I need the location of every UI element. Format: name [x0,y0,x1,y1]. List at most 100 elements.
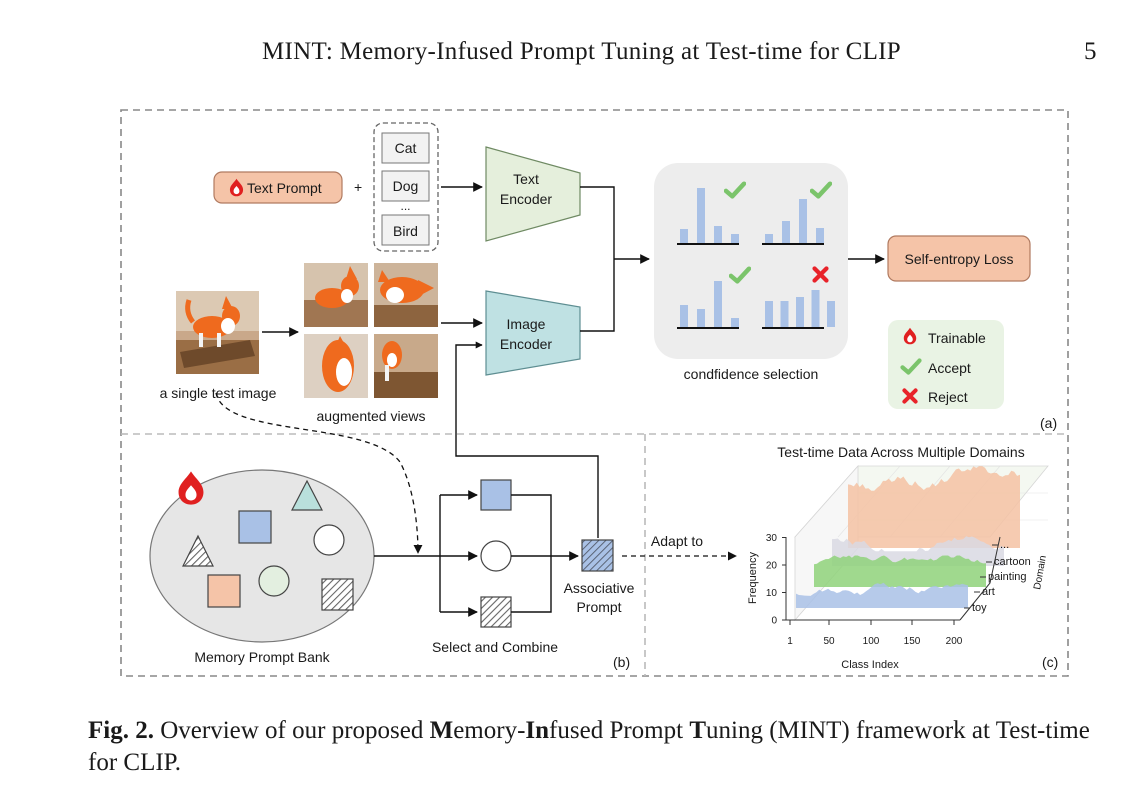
image-encoder-label-1: Image [507,316,546,332]
circle-prompt-white [313,524,345,556]
panel-c: Test-time Data Across Multiple Domains 0… [747,444,1058,671]
y-tick-label: 20 [766,561,778,572]
augmented-views-label: augmented views [317,408,426,424]
histogram-bar [765,234,773,243]
histogram-2 [762,199,824,245]
selected-prompt-blue [480,479,512,511]
caption-text: Overview of our proposed Memory-Infused … [88,717,1090,776]
histogram-bar [780,301,789,327]
single-test-image [176,291,259,374]
caption-part: M [429,717,454,744]
y-tick-label: 0 [771,616,777,627]
caption-part: fused Prompt [549,717,690,744]
histogram-bar [827,301,835,327]
panel-c-tag: (c) [1042,654,1058,670]
histogram-bar [680,229,688,243]
domain-area-cartoon [848,466,1020,548]
figure-caption: Fig. 2. Overview of our proposed Memory-… [88,715,1108,779]
text-encoder-block [485,146,581,242]
x-tick-label: 200 [946,636,963,647]
histogram-bar [799,199,807,243]
class-label-dog: Dog [393,178,419,194]
legend-trainable: Trainable [928,330,986,346]
confidence-selection-label: condfidence selection [684,366,819,382]
legend-reject: Reject [928,389,968,405]
histogram-bar [782,221,790,243]
domain-tick-label: ... [1000,539,1009,551]
text-encoder-label-2: Encoder [500,191,552,207]
caption-part: emory- [453,717,526,744]
associative-prompt-label-2: Prompt [576,599,621,615]
figure-frame [120,109,1069,677]
x-tick-label: 50 [823,636,835,647]
class-label-bird: Bird [393,223,418,239]
histogram-4 [762,290,835,329]
histogram-bar [680,305,688,327]
domain-area-series [796,466,1020,608]
triangle-prompt [291,479,323,511]
figure-2: Text Prompt + Cat Dog ... Bird Text Enco… [120,109,1069,677]
augmented-view-1 [304,263,368,327]
caption-part: In [525,717,550,744]
histogram-bar [714,226,722,243]
histogram-groups [677,188,835,329]
histogram-1 [677,188,739,245]
domain-tick-labels: ... cartoon painting art toy [964,539,1031,614]
select-and-combine-label: Select and Combine [432,639,558,655]
augmented-view-3 [304,334,368,398]
x-tick-label: 1 [787,636,793,647]
self-entropy-loss-box [887,235,1031,282]
augmented-view-4 [374,334,438,398]
y-tick-label: 10 [766,588,778,599]
class-ellipsis: ... [400,199,410,213]
single-test-image-label: a single test image [160,385,277,401]
histogram-3 [677,281,739,329]
text-prompt-label: Text Prompt [247,180,322,196]
histogram-bar [697,309,705,327]
class-box-cat [381,132,430,164]
caption-label: Fig. 2. [88,717,154,744]
image-encoder-label-2: Encoder [500,336,552,352]
domain-tick-label: toy [972,602,987,614]
panel-b-tag: (b) [613,654,630,670]
histogram-bar [731,318,739,327]
domain-tick-label: art [982,586,995,598]
domain-axis-label: Domain [1032,555,1049,591]
x-tick-label: 150 [904,636,921,647]
panel-a: Text Prompt + Cat Dog ... Bird Text Enco… [160,122,1057,431]
domain-tick-label: painting [988,571,1027,583]
self-entropy-loss-label: Self-entropy Loss [905,251,1014,267]
histogram-bar [714,281,722,327]
square-prompt-peach [207,574,241,608]
caption-part: T [689,717,707,744]
caption-part: uning (MINT) framework at Test-time for … [88,717,1090,776]
augmented-view-2 [374,263,438,327]
domain-area-toy [796,582,968,608]
class-box-bird [381,214,430,246]
text-prompt-box [213,171,343,204]
augmented-views [304,263,438,398]
image-encoder-block [485,290,581,376]
domain-tick-label: cartoon [994,556,1031,568]
histogram-bar [811,290,820,327]
histogram-bar [796,297,804,327]
selected-prompt-hatched [480,596,512,628]
x-axis-label: Class Index [841,659,899,671]
legend-box [888,320,1004,409]
histogram-bar [697,188,705,243]
adapt-to-label: Adapt to [651,533,703,549]
panel-a-tag: (a) [1040,415,1057,431]
panel-c-title: Test-time Data Across Multiple Domains [777,444,1024,460]
histogram-bar [765,301,773,327]
page-number: 5 [1084,38,1097,65]
domain-area-art [814,555,986,587]
plus-sign: + [354,179,362,195]
panel-b: Memory Prompt Bank Select and Combine As… [149,469,635,670]
text-encoder-label-1: Text [513,171,539,187]
flame-icon [178,471,204,505]
circle-prompt-green [258,565,290,597]
class-box-dog [381,170,430,202]
selected-prompt-circle [480,540,512,572]
